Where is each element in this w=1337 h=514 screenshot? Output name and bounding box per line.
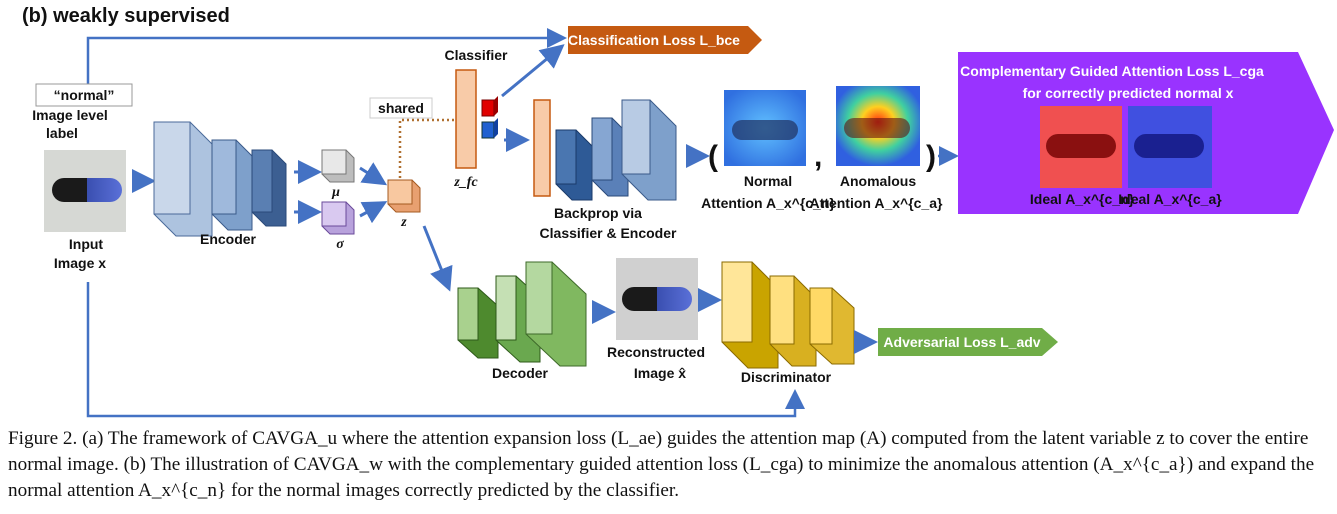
classification-loss-banner xyxy=(568,26,762,54)
reconstructed-label-2: Image x̂ xyxy=(634,365,686,381)
shared-label: shared xyxy=(378,100,424,116)
diagram-svg: (b) weakly supervised “normal” Image lev… xyxy=(22,5,1334,418)
adversarial-loss-label: Adversarial Loss L_adv xyxy=(883,334,1040,350)
sigma-z-arrow xyxy=(359,201,388,224)
cga-label-1: Complementary Guided Attention Loss L_cg… xyxy=(960,63,1264,79)
ideal-normal-image xyxy=(1040,106,1122,188)
decoder-label: Decoder xyxy=(492,365,549,381)
backprop-blocks xyxy=(533,99,677,201)
anomalous-attention-label-1: Anomalous xyxy=(840,173,916,189)
classification-loss-label: Classification Loss L_bce xyxy=(568,32,740,48)
ideal-anomalous-image xyxy=(1128,106,1212,188)
sigma-label: σ xyxy=(336,237,344,252)
discriminator-label: Discriminator xyxy=(741,369,832,385)
discriminator-blocks xyxy=(721,261,855,369)
normal-tag: “normal” xyxy=(54,87,115,103)
mu-cube xyxy=(321,149,355,183)
cga-label-2: for correctly predicted normal x xyxy=(1023,85,1234,101)
backprop-label-2: Classifier & Encoder xyxy=(540,225,677,241)
backprop-label-1: Backprop via xyxy=(554,205,642,221)
figure-caption: Figure 2. (a) The framework of CAVGA_u w… xyxy=(8,426,1330,504)
encoder-blocks xyxy=(153,121,287,237)
input-image-label-2: Image x xyxy=(54,255,106,271)
z-decoder-arrow xyxy=(422,225,453,292)
mu-label: μ xyxy=(331,185,340,200)
classifier-output-cubes xyxy=(481,96,498,139)
reconstructed-image xyxy=(616,258,698,340)
z-label: z xyxy=(400,215,407,230)
normal-attention-label-1: Normal xyxy=(744,173,792,189)
open-paren: ( xyxy=(708,140,718,173)
classifier-label: Classifier xyxy=(444,47,508,63)
ideal-cn-label: Ideal A_x^{c_n} xyxy=(1030,191,1135,207)
image-level-label-1: Image level xyxy=(32,107,108,123)
reconstructed-label-1: Reconstructed xyxy=(607,344,705,360)
image-level-label-2: label xyxy=(46,125,78,141)
sigma-cube xyxy=(321,201,355,235)
classifier-block xyxy=(455,69,477,169)
comma: , xyxy=(814,140,822,173)
input-image xyxy=(44,150,126,232)
zfc-label: z_fc xyxy=(453,175,478,190)
label-to-loss-arrow xyxy=(86,28,567,84)
panel-title: (b) weakly supervised xyxy=(22,5,230,27)
normal-attention-heatmap xyxy=(724,90,806,166)
close-paren: ) xyxy=(926,140,936,173)
anomalous-attention-label-2: Attention A_x^{c_a} xyxy=(810,195,943,211)
shared-box xyxy=(369,97,433,119)
ideal-ca-label: Ideal A_x^{c_a} xyxy=(1118,191,1222,207)
z-cube xyxy=(387,179,421,213)
shared-dotted-link xyxy=(398,118,456,178)
anomalous-attention-heatmap xyxy=(836,86,920,166)
mu-z-arrow xyxy=(359,162,388,186)
caption-text: Figure 2. (a) The framework of CAVGA_u w… xyxy=(8,428,1315,501)
input-to-discriminator-arrow xyxy=(86,282,805,418)
adversarial-loss-banner xyxy=(878,328,1058,356)
encoder-label: Encoder xyxy=(200,231,257,247)
classifier-loss-arrow xyxy=(501,44,565,98)
input-image-label-1: Input xyxy=(69,236,104,252)
decoder-blocks xyxy=(457,261,587,367)
normal-attention-label-2: Attention A_x^{c_n} xyxy=(701,195,835,211)
normal-tag-box xyxy=(35,83,133,107)
